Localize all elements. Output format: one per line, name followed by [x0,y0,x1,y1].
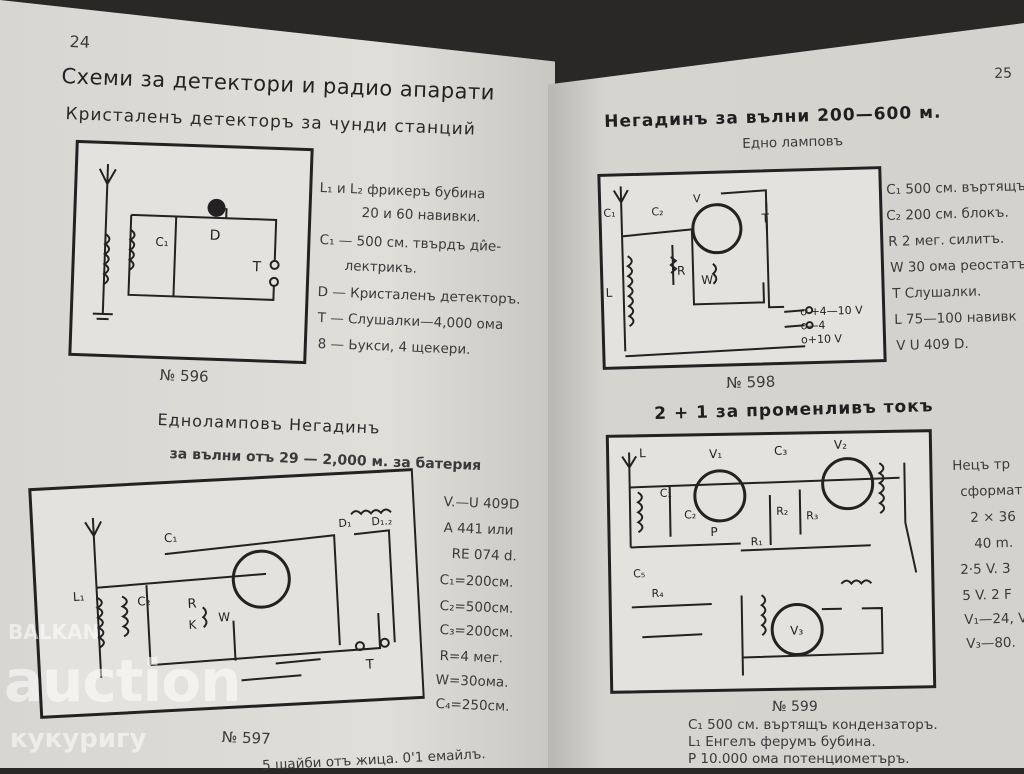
legend-599-line: сформат [960,482,1023,500]
label-c1: C₁ [155,235,169,249]
legend-597-line: V.—U 409D [443,494,520,513]
figure-number-599: № 599 [772,699,818,715]
label-r4: R₄ [651,587,664,600]
figure-number-596: № 596 [159,366,209,386]
label-r2: R₂ [776,505,788,518]
label-k: K [188,618,198,632]
label-l: L [639,446,646,460]
legend-599-line: 40 m. [974,534,1014,552]
footer-599-line: L₁ Енгелъ ферумъ бубина. [688,734,876,750]
page-number-left: 24 [69,32,91,52]
legend-599-line: Нецъ тр [952,456,1011,474]
legend-598-line: R 2 мег. силитъ. [888,230,1005,250]
label-p: P [710,525,717,539]
label-w: W [218,610,231,625]
label-c2: C₂ [137,594,151,609]
label-c5: C₅ [633,567,645,580]
legend-597-line: W=30ома. [435,672,509,691]
crystal-detector-circuit: C₁ D T [92,164,280,321]
legend-598-line: C₂ 200 см. блокъ. [886,204,1009,224]
figure-number-598: № 598 [726,372,776,392]
label-l1: L₁ [73,589,85,604]
legend-596-line: лектрикъ. [344,258,418,277]
label-v2: V₂ [834,438,847,452]
schematic-596: C₁ D T [68,139,314,365]
label-plus-10v: o+10 V [801,332,843,346]
label-minus-4: o—4 [800,319,825,333]
legend-597-line: RE 074 d. [451,546,518,565]
legend-598-line: T Слушалки. [892,283,982,302]
label-t: T [251,259,262,275]
label-c2: C₂ [684,508,696,521]
legend-597-line: C₁=200см. [439,572,514,591]
legend-599-line: 2 × 36 [970,508,1017,526]
label-c1: C₁ [660,487,672,500]
label-c2: C₂ [651,205,663,218]
label-c1: C₁ [164,531,178,546]
legend-598-line: V U 409 D. [896,335,969,354]
legend-599-line: 5 V. 2 F [962,586,1013,604]
watermark-auction: auction [4,647,242,715]
schematic-598: C₁ C₂ V R W T L o +4—10 V o—4 o+10 V [597,166,887,370]
label-r: R [677,264,686,278]
legend-597-line: A 441 или [443,520,514,539]
legend-599-line: 2·5 V. 3 [960,560,1011,578]
figure-number-597: № 597 [221,728,271,748]
footer-599-line: P 10.000 ома потенциометъръ. [688,751,910,767]
label-w: W [701,273,713,287]
label-r3: R₃ [806,509,818,522]
label-v1: V₁ [709,447,722,461]
negadin-single-tube-circuit: C₁ C₂ V R W T L o +4—10 V o—4 o+10 V [603,186,863,358]
footer-599-line: C₁ 500 см. въртящъ кондензаторъ. [688,717,938,733]
schematic-599: L V₁ C₃ V₂ C₁ C₂ P R₂ R₃ R₁ C₅ R₄ V₃ [605,429,937,694]
page-number-right: 25 [994,65,1013,82]
label-d: D [209,228,220,244]
schematic-597: C₁ C₂ R W K T D₁ D₁.₂ L₁ [28,468,425,719]
label-t: T [760,211,769,225]
label-t: T [365,657,375,672]
legend-598-line: L 75—100 навивк [894,308,1017,328]
label-v3: V₃ [790,623,803,637]
legend-599-line: V₃—80. [966,634,1017,652]
two-plus-one-ac-circuit: L V₁ C₃ V₂ C₁ C₂ P R₂ R₃ R₁ C₅ R₄ V₃ [621,438,918,676]
legend-597-line: C₃=200см. [439,622,514,641]
negadin-circuit: C₁ C₂ R W K T D₁ D₁.₂ L₁ [73,508,396,682]
label-v: V [693,192,701,205]
label-d12: D₁.₂ [371,514,392,528]
legend-597-line: C₄=250см. [435,696,510,715]
watermark-balkan: BALKAN [8,620,100,644]
label-l: L [605,286,612,300]
legend-597-line: R=4 мег. [439,648,504,667]
label-r: R [187,597,197,612]
label-c1: C₁ [603,207,615,220]
section-subheading-single-tube: Едно ламповъ [742,133,844,152]
legend-599-line: V₁—24, V [964,610,1024,628]
label-r1: R₁ [751,535,763,548]
watermark-kukurigu: кукуригу [10,724,147,754]
label-c3: C₃ [774,444,788,458]
label-d1: D₁ [338,516,352,530]
label-plus-4-10v: o +4—10 V [800,304,863,319]
legend-597-line: C₂=500см. [439,598,514,617]
